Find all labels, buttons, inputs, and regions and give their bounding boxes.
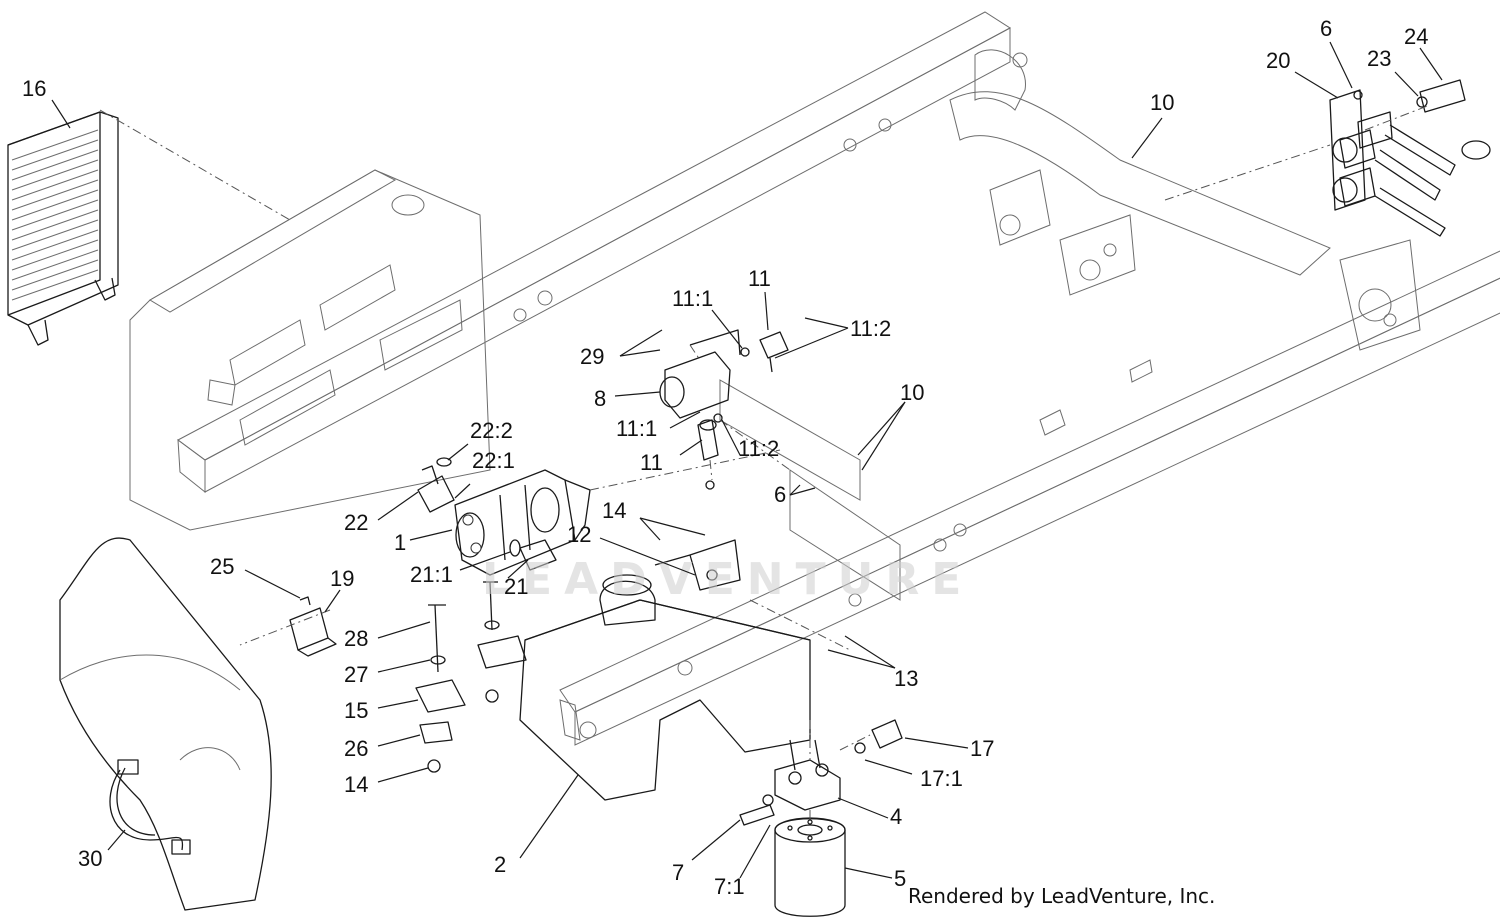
callout-10-top: 10: [1150, 90, 1174, 115]
callout-7: 7: [672, 860, 684, 885]
tank-mount-right: [477, 581, 527, 703]
callout-12: 12: [567, 522, 591, 547]
hydraulic-tank: [519, 574, 811, 801]
filter-fittings: [739, 719, 903, 826]
filter-head: [774, 739, 841, 811]
callout-21-1: 21:1: [410, 562, 453, 587]
callout-27: 27: [344, 662, 368, 687]
callout-2: 2: [494, 852, 506, 877]
solenoid-valve: [659, 329, 741, 419]
front-body-panel: [59, 537, 272, 911]
callout-1: 1: [394, 530, 406, 555]
watermark-text: LEADVENTURE: [482, 554, 973, 605]
hydraulic-pump: [454, 469, 591, 576]
callout-23: 23: [1367, 46, 1391, 71]
tank-mount-left: [415, 604, 466, 773]
callout-10-mid: 10: [900, 380, 924, 405]
callout-15: 15: [344, 698, 368, 723]
callout-11-2-top: 11:2: [850, 316, 891, 341]
callout-8: 8: [594, 386, 606, 411]
pump-elbow-fitting: [417, 457, 455, 513]
render-credit: Rendered by LeadVenture, Inc.: [908, 884, 1216, 908]
callout-22-2: 22:2: [470, 418, 513, 443]
callout-6-top: 6: [1320, 16, 1332, 41]
engine-shroud: [129, 169, 491, 531]
assembly-centerlines: [99, 104, 1431, 820]
callout-11-2-mid: 11:2: [738, 436, 779, 461]
callout-16: 16: [22, 76, 46, 101]
callout-11-mid: 11: [640, 450, 663, 475]
callout-19: 19: [330, 566, 354, 591]
switch: [289, 596, 337, 657]
callout-11-top: 11: [748, 266, 771, 291]
callout-5: 5: [894, 866, 906, 891]
callout-14-top: 14: [602, 498, 626, 523]
callout-6-mid: 6: [774, 482, 786, 507]
callout-13: 13: [894, 666, 918, 691]
pump-straight-fitting: [509, 539, 557, 571]
cooler-fins: [11, 129, 99, 301]
callout-22: 22: [344, 510, 368, 535]
callout-30: 30: [78, 846, 102, 871]
callout-21: 21: [504, 574, 528, 599]
callout-17-1: 17:1: [920, 766, 963, 791]
callout-24: 24: [1404, 24, 1428, 49]
callout-11-1-top: 11:1: [672, 286, 713, 311]
callout-26: 26: [344, 736, 368, 761]
callout-28: 28: [344, 626, 368, 651]
oil-filter: [774, 817, 846, 917]
callout-labels: 16 6 24 20 23 10 11 11:1 11:2 29 8 10 11…: [22, 16, 1428, 899]
leader-lines: [51, 41, 1443, 879]
callout-14-bottom: 14: [344, 772, 368, 797]
callout-17: 17: [970, 736, 994, 761]
callout-29: 29: [580, 344, 604, 369]
pressure-switch: [697, 413, 723, 490]
callout-25: 25: [210, 554, 234, 579]
oil-cooler: [7, 111, 119, 346]
callout-20: 20: [1266, 48, 1290, 73]
tee-fitting: [740, 331, 789, 373]
callout-7-1: 7:1: [714, 874, 745, 899]
callout-4: 4: [890, 804, 902, 829]
frame-assembly: [177, 11, 1500, 746]
hose-bracket: [654, 539, 741, 591]
coupler-bracket: [1329, 79, 1491, 237]
callout-22-1: 22:1: [472, 448, 515, 473]
callout-11-1-mid: 11:1: [616, 416, 657, 441]
wiring-harness: [109, 759, 191, 855]
